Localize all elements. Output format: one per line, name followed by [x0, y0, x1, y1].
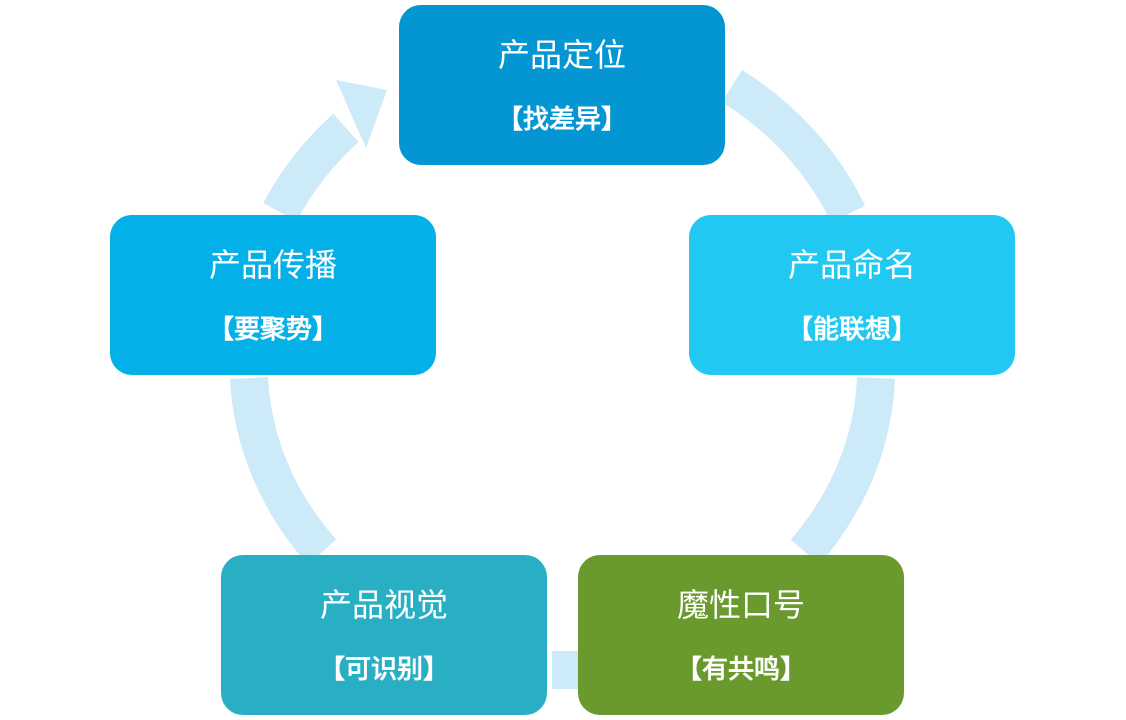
node-title: 产品定位	[497, 36, 626, 74]
node-title: 产品视觉	[319, 586, 448, 624]
node-title: 魔性口号	[676, 586, 805, 624]
node-product-promotion: 产品传播 【要聚势】	[110, 215, 436, 375]
node-product-visual: 产品视觉 【可识别】	[221, 555, 547, 715]
node-subtitle: 【有共鸣】	[675, 655, 806, 685]
node-subtitle: 【能联想】	[786, 315, 917, 345]
node-product-naming: 产品命名 【能联想】	[689, 215, 1015, 375]
ring-segment-top-left	[263, 113, 359, 222]
ring-segment-left	[230, 376, 337, 565]
node-subtitle: 【要聚势】	[207, 315, 338, 345]
node-product-positioning: 产品定位 【找差异】	[399, 5, 725, 165]
node-subtitle: 【找差异】	[496, 105, 627, 135]
node-subtitle: 【可识别】	[318, 655, 449, 685]
ring-segment-right	[790, 376, 895, 565]
node-title: 产品传播	[208, 246, 337, 284]
ring-segment-top-right	[721, 69, 866, 223]
ring-arrowhead	[336, 80, 387, 148]
node-title: 产品命名	[787, 246, 916, 284]
node-catchy-slogan: 魔性口号 【有共鸣】	[578, 555, 904, 715]
